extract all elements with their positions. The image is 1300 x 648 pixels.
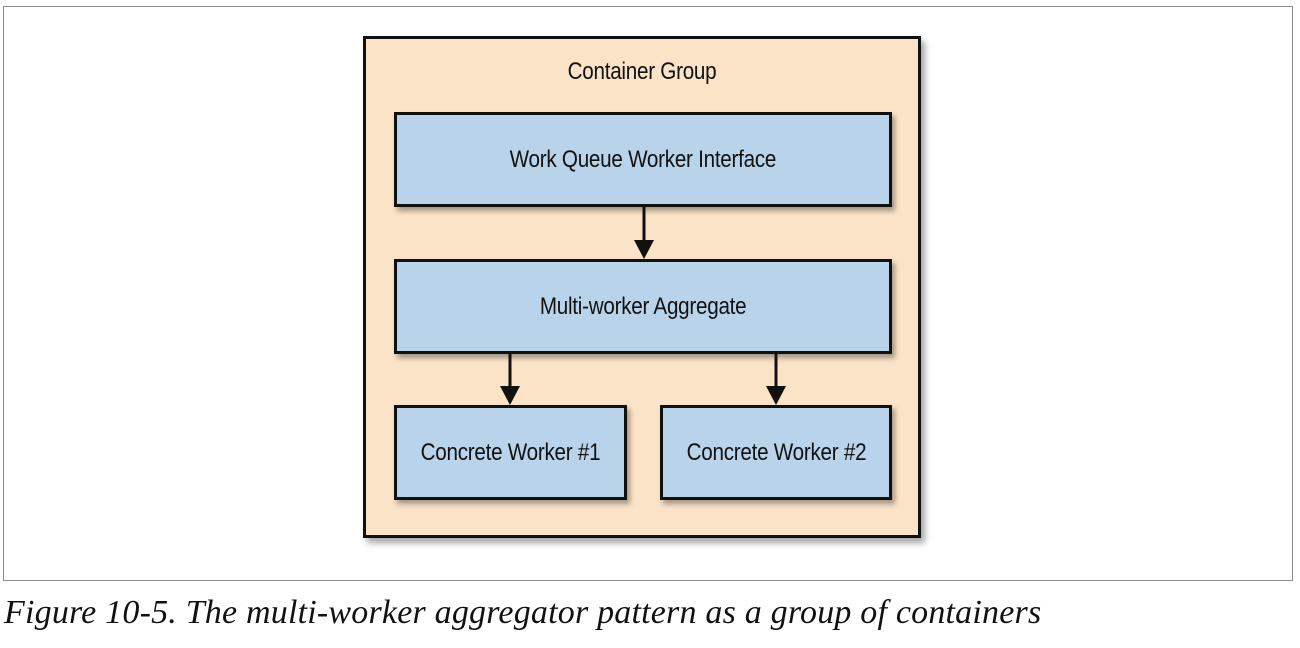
figure-caption: Figure 10-5. The multi-worker aggregator… bbox=[4, 594, 1042, 631]
work-queue-worker-interface-label: Work Queue Worker Interface bbox=[509, 145, 777, 173]
concrete-worker-2-box: Concrete Worker #2 bbox=[660, 405, 892, 500]
container-group-title: Container Group bbox=[567, 58, 717, 85]
concrete-worker-2-label: Concrete Worker #2 bbox=[686, 438, 866, 466]
work-queue-worker-interface-box: Work Queue Worker Interface bbox=[394, 112, 892, 207]
concrete-worker-1-box: Concrete Worker #1 bbox=[394, 405, 627, 500]
multi-worker-aggregate-box: Multi-worker Aggregate bbox=[394, 259, 892, 354]
multi-worker-aggregate-label: Multi-worker Aggregate bbox=[539, 292, 747, 320]
concrete-worker-1-label: Concrete Worker #1 bbox=[420, 438, 601, 466]
